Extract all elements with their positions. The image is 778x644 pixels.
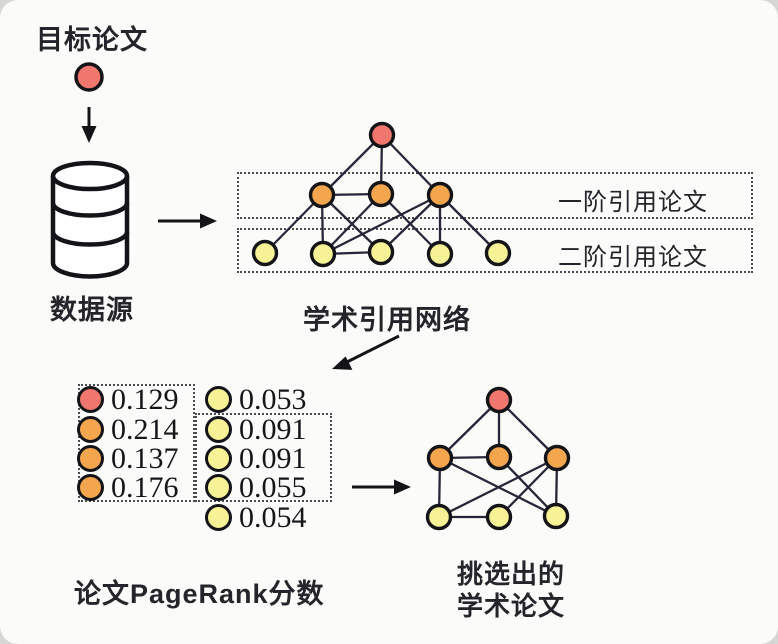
network-node-O1 <box>308 181 336 209</box>
paper-node-icon <box>77 415 104 443</box>
network-node-R <box>485 386 513 414</box>
pagerank-score-value: 0.137 <box>111 441 179 475</box>
paper-node-icon <box>77 386 104 414</box>
arrow-down-icon <box>81 107 97 143</box>
pagerank-score-row: 0.054 <box>205 500 307 534</box>
pagerank-scores-label: 论文PageRank分数 <box>74 579 325 609</box>
network-edge <box>380 194 441 253</box>
network-edge <box>321 134 383 196</box>
network-node-Y1 <box>425 503 453 531</box>
network-node-Y2 <box>309 240 337 268</box>
network-node-O2 <box>367 180 395 208</box>
network-node-Y4 <box>426 240 454 268</box>
network-node-Y3 <box>367 238 395 266</box>
pagerank-score-row: 0.137 <box>77 441 179 475</box>
network-edge <box>322 193 441 256</box>
citation-network-graph <box>251 121 512 268</box>
network-edge <box>438 456 558 519</box>
selected-papers-label-line1: 挑选出的 <box>456 559 565 589</box>
first-order-label: 一阶引用论文 <box>558 189 708 216</box>
paper-node-icon <box>205 474 232 502</box>
network-node-Y5 <box>484 239 512 267</box>
paper-node-icon <box>205 503 232 531</box>
pagerank-score-value: 0.129 <box>111 383 179 417</box>
second-order-label: 二阶引用论文 <box>558 244 708 271</box>
pagerank-score-value: 0.214 <box>111 412 179 446</box>
pagerank-score-row: 0.055 <box>205 471 307 505</box>
pagerank-score-value: 0.176 <box>111 471 179 505</box>
network-edge <box>498 399 558 459</box>
network-edge <box>381 134 441 196</box>
pagerank-score-row: 0.214 <box>77 412 179 446</box>
pagerank-score-row: 0.176 <box>77 471 179 505</box>
network-node-O3 <box>426 181 454 209</box>
pagerank-score-value: 0.053 <box>239 383 307 417</box>
paper-node-icon <box>205 444 232 472</box>
paper-node-icon <box>77 444 104 472</box>
network-edge <box>439 399 500 459</box>
target-paper-node-icon <box>74 62 104 92</box>
database-icon <box>50 160 130 279</box>
pagerank-score-row: 0.091 <box>205 441 307 475</box>
selected-papers-label-line2: 学术论文 <box>456 591 565 621</box>
network-edge <box>322 193 382 255</box>
network-node-O3 <box>543 444 571 472</box>
pagerank-score-value: 0.091 <box>239 441 307 475</box>
data-source-label: 数据源 <box>50 295 134 325</box>
arrow-right-icon <box>158 213 217 229</box>
selected-scores-dashed-box-left <box>78 384 195 502</box>
paper-node-icon <box>205 415 232 443</box>
network-node-Y1 <box>251 239 279 267</box>
network-node-O2 <box>485 443 513 471</box>
network-node-O1 <box>426 444 454 472</box>
pagerank-score-row: 0.053 <box>205 383 307 417</box>
target-paper-label: 目标论文 <box>36 25 148 55</box>
pagerank-score-value: 0.055 <box>239 471 307 505</box>
first-order-dashed-box <box>237 172 753 219</box>
arrow-down-left-icon <box>332 334 400 370</box>
pagerank-score-row: 0.129 <box>77 383 179 417</box>
arrow-right-icon-2 <box>352 479 411 495</box>
pagerank-score-value: 0.091 <box>239 412 307 446</box>
selected-network-graph <box>425 386 571 531</box>
selected-papers-label: 挑选出的 学术论文 <box>447 558 575 622</box>
paper-node-icon <box>77 474 104 502</box>
citation-network-label: 学术引用网络 <box>303 305 471 335</box>
selected-scores-dashed-box-right <box>195 413 332 502</box>
network-edge <box>439 194 499 254</box>
network-node-Y3 <box>542 502 570 530</box>
network-edge <box>498 457 558 518</box>
second-order-dashed-box <box>237 228 753 273</box>
pagerank-score-value: 0.054 <box>239 500 307 534</box>
paper-node-icon <box>205 386 232 414</box>
network-edge <box>264 194 323 254</box>
pagerank-score-row: 0.091 <box>205 412 307 446</box>
network-node-Y2 <box>485 503 513 531</box>
network-node-R <box>368 121 396 149</box>
